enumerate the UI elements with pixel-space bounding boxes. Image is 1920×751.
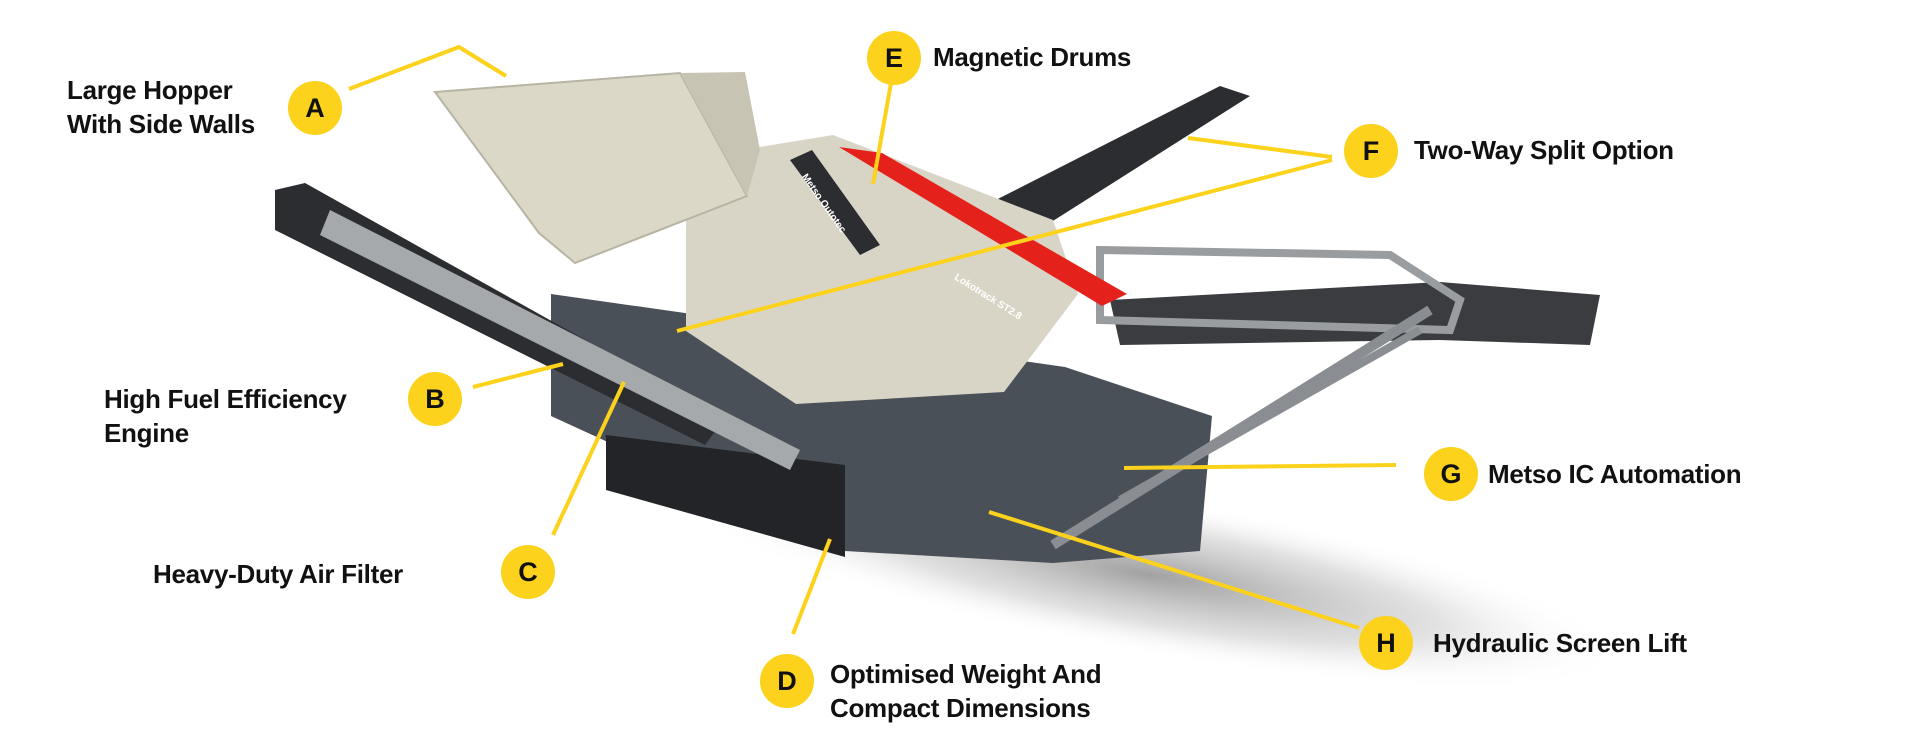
callout-badge-e: E: [867, 31, 921, 85]
right-conveyor-frame: [1096, 245, 1465, 335]
callout-badge-f: F: [1344, 124, 1398, 178]
callout-badge-a: A: [288, 81, 342, 135]
callout-badge-b: B: [408, 372, 462, 426]
leader-line-c: [551, 381, 626, 536]
leader-lines: [348, 44, 1397, 635]
leader-line-h: [988, 510, 1360, 630]
callout-label-f: Two-Way Split Option: [1414, 135, 1674, 165]
screen-box: [686, 135, 1078, 404]
callout-label-c: Heavy-Duty Air Filter: [153, 559, 403, 589]
callout-label-d: Optimised Weight And Compact Dimensions: [830, 657, 1102, 725]
label-line: Large Hopper: [67, 75, 233, 105]
leader-line-a: [348, 44, 508, 91]
label-line: With Side Walls: [67, 109, 255, 139]
callout-badge-d: D: [760, 654, 814, 708]
callout-badge-c: C: [501, 545, 555, 599]
left-conveyor-frame: [320, 210, 800, 470]
leader-line-f-1: [1187, 136, 1333, 159]
support-leg: [1118, 326, 1422, 504]
callout-label-g: Metso IC Automation: [1488, 459, 1742, 489]
dark-stripe: [790, 150, 880, 255]
callout-badge-h: H: [1359, 616, 1413, 670]
callout-label-e: Magnetic Drums: [933, 42, 1132, 72]
leader-line-d: [791, 538, 832, 635]
hopper: [433, 71, 749, 265]
callout-label-b: High Fuel Efficiency Engine: [104, 382, 347, 450]
label-line: High Fuel Efficiency: [104, 384, 347, 414]
callout-label-h: Hydraulic Screen Lift: [1433, 628, 1687, 658]
chassis: [551, 294, 1212, 563]
label-line: Optimised Weight And: [830, 659, 1102, 689]
red-stripe: [839, 147, 1127, 306]
callout-label-a: Large Hopper With Side Walls: [67, 73, 255, 141]
hopper-right-wall: [680, 72, 760, 196]
leader-line-g: [1123, 463, 1397, 470]
leader-line-f-2: [676, 158, 1333, 333]
top-right-conveyor: [980, 86, 1250, 245]
right-conveyor: [1110, 282, 1600, 345]
callout-badge-g: G: [1424, 447, 1478, 501]
leader-line-e: [871, 82, 893, 185]
label-line: Engine: [104, 418, 189, 448]
label-line: Compact Dimensions: [830, 693, 1091, 723]
leader-line-b: [472, 362, 564, 389]
